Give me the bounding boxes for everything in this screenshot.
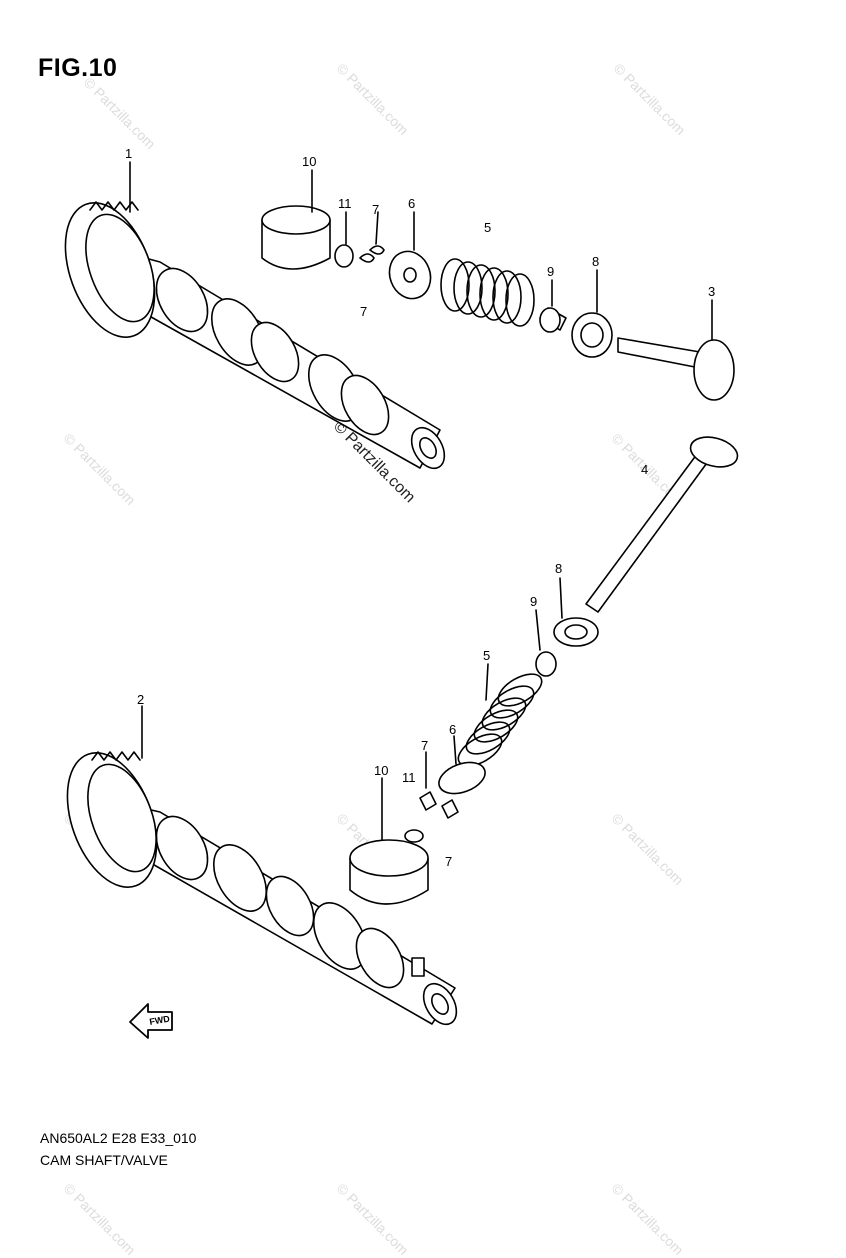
callout-11-lower: 11 xyxy=(402,770,416,785)
callout-5: 5 xyxy=(484,220,491,235)
callout-5-lower: 5 xyxy=(483,648,490,663)
callout-10: 10 xyxy=(302,154,316,169)
callout-9: 9 xyxy=(547,264,554,279)
callout-3: 3 xyxy=(708,284,715,299)
callout-4: 4 xyxy=(641,462,648,477)
callout-7-lower: 7 xyxy=(421,738,428,753)
callout-7-mid: 7 xyxy=(360,304,367,319)
callout-7-bottom: 7 xyxy=(445,854,452,869)
figure-code: AN650AL2 E28 E33_010 xyxy=(40,1130,197,1146)
camshaft-2 xyxy=(66,705,458,1026)
callout-11: 11 xyxy=(338,196,352,211)
callout-10-lower: 10 xyxy=(374,763,388,778)
callout-7: 7 xyxy=(372,202,379,217)
figure-title: FIG.10 xyxy=(38,54,118,82)
callout-8: 8 xyxy=(592,254,599,269)
valve-assembly-top xyxy=(261,169,735,401)
fwd-label: FWD xyxy=(149,1013,171,1026)
figure-name: CAM SHAFT/VALVE xyxy=(40,1152,168,1168)
callout-2: 2 xyxy=(137,692,144,707)
callout-1: 1 xyxy=(125,146,132,161)
callout-6: 6 xyxy=(408,196,415,211)
callout-6-lower: 6 xyxy=(449,722,456,737)
valve-assembly-bottom xyxy=(349,436,739,905)
parts-diagram: 1 10 11 7 6 5 9 8 3 7 4 8 9 5 2 7 6 10 1… xyxy=(64,146,739,1039)
fwd-arrow xyxy=(129,1003,173,1039)
camshaft-1 xyxy=(64,161,446,470)
callout-8-lower: 8 xyxy=(555,561,562,576)
callout-9-lower: 9 xyxy=(530,594,537,609)
